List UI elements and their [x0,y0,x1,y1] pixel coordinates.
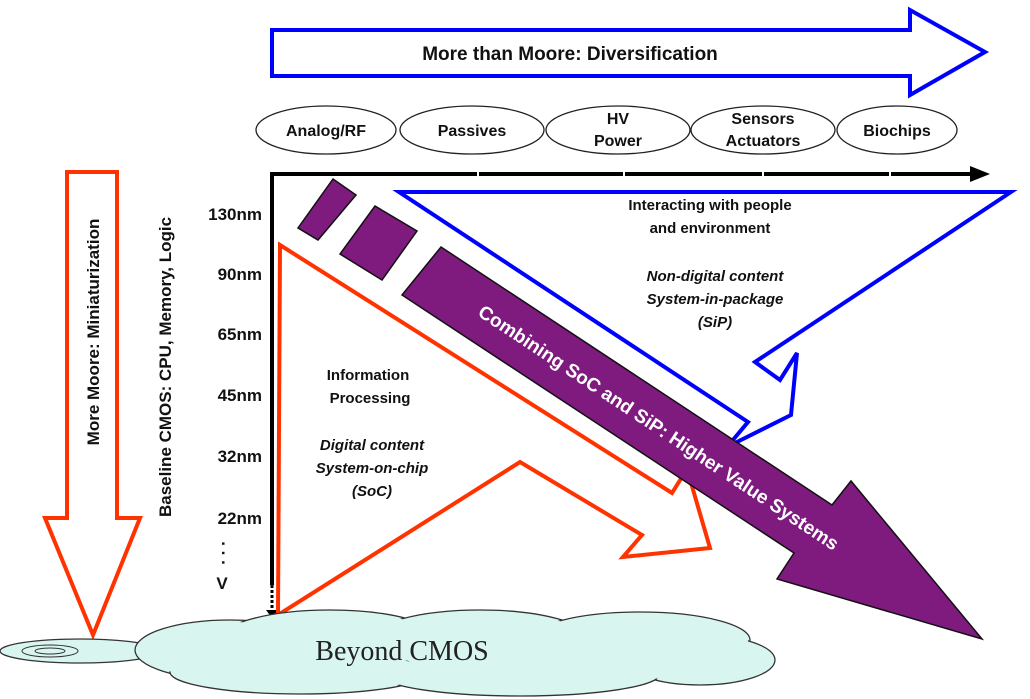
node-label: 32nm [218,447,262,466]
svg-text:Passives: Passives [438,123,507,140]
vertical-axis-title: Baseline CMOS: CPU, Memory, Logic [156,217,175,517]
svg-text:HV: HV [607,111,630,128]
miniaturization-label: More Moore: Miniaturization [84,219,103,446]
svg-text:Sensors: Sensors [731,111,794,128]
category-hv-power: HV Power [545,105,691,155]
category-ellipses: Analog/RF Passives HV Power Sensors Actu… [255,105,958,155]
miniaturization-arrow: More Moore: Miniaturization [42,170,143,641]
node-labels: 130nm 90nm 65nm 45nm 32nm 22nm . . . V [208,205,262,593]
category-analog-rf: Analog/RF [255,105,397,155]
category-passives: Passives [399,105,545,155]
svg-text:System-on-chip: System-on-chip [316,460,429,477]
category-sensors-actuators: Sensors Actuators [690,105,836,155]
svg-text:Digital content: Digital content [320,437,425,454]
vertical-axis [266,172,278,618]
beyond-cmos-cloud: Beyond CMOS [0,609,776,697]
horizontal-axis [270,166,990,182]
svg-text:Analog/RF: Analog/RF [286,123,366,140]
continuation-dots: . . . [218,541,237,565]
svg-text:Actuators: Actuators [726,133,801,150]
svg-text:Processing: Processing [330,390,411,407]
soc-region: Information Processing Digital content S… [275,241,713,619]
node-label: 22nm [218,509,262,528]
category-biochips: Biochips [836,105,958,155]
svg-text:(SoC): (SoC) [352,483,392,500]
node-label: 45nm [218,386,262,405]
node-label: 65nm [218,325,262,344]
svg-text:Information: Information [327,367,410,384]
diversification-label: More than Moore: Diversification [422,44,718,65]
continuation-end: V [216,574,228,593]
purple-square-large [338,205,419,282]
svg-text:and environment: and environment [650,220,771,237]
sip-region: Interacting with people and environment … [392,190,1018,449]
svg-text:Interacting with people: Interacting with people [628,197,791,214]
svg-text:Biochips: Biochips [863,123,931,140]
svg-text:Non-digital content: Non-digital content [647,268,785,285]
node-label: 130nm [208,205,262,224]
svg-text:Power: Power [594,133,642,150]
node-label: 90nm [218,265,262,284]
svg-text:System-in-package: System-in-package [647,291,784,308]
purple-square-small [296,177,358,241]
diversification-arrow: More than Moore: Diversification [270,6,990,99]
svg-text:(SiP): (SiP) [698,314,732,331]
beyond-cmos-label: Beyond CMOS [315,636,488,667]
